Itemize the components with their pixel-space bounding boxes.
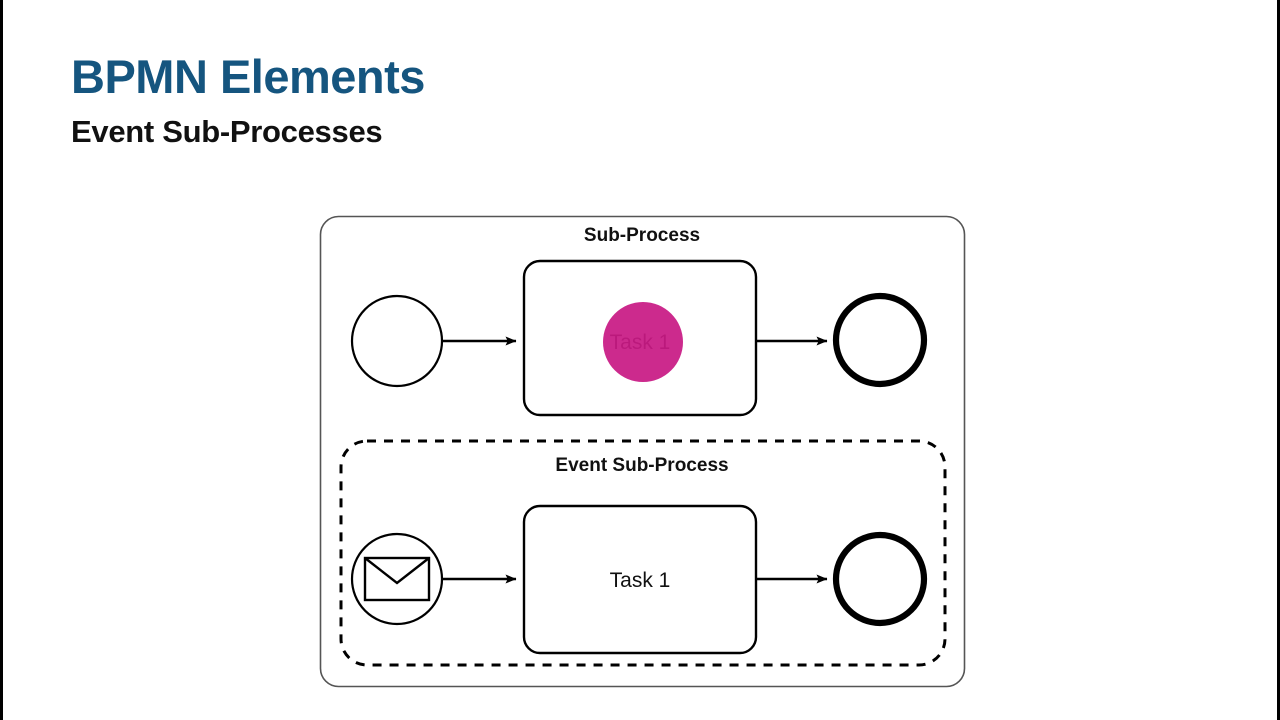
page-subtitle: Event Sub-Processes [71, 114, 383, 150]
sub-process-container[interactable] [319, 215, 966, 688]
title-block: BPMN Elements Event Sub-Processes [71, 52, 771, 149]
end-event-none-bottom[interactable] [832, 531, 928, 627]
click-indicator [603, 302, 683, 382]
event-sub-process-container[interactable] [339, 439, 947, 667]
start-event-none[interactable] [350, 294, 444, 388]
event-sub-process-label: Event Sub-Process [555, 455, 728, 476]
page-title: BPMN Elements [71, 50, 425, 103]
sub-process-label: Sub-Process [584, 225, 700, 246]
task-box-bottom[interactable] [522, 504, 758, 655]
envelope-icon [363, 556, 431, 602]
end-event-none-top[interactable] [832, 292, 928, 388]
start-event-message[interactable] [350, 532, 444, 626]
task-label-bottom: Task 1 [610, 569, 671, 592]
